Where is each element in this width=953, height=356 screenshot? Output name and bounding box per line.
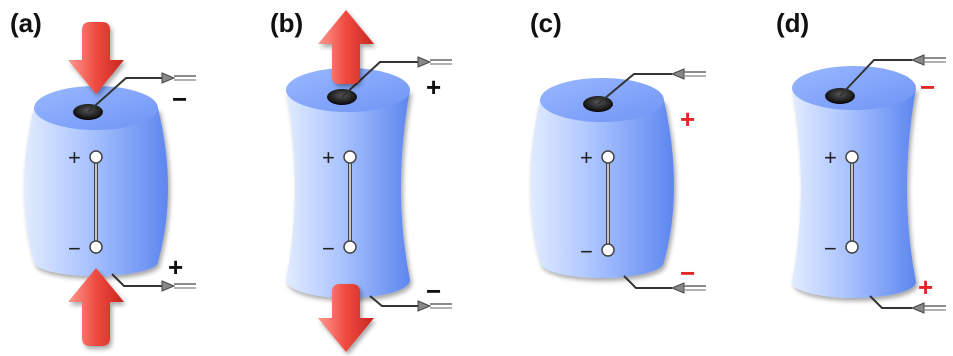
dipole-d: + − <box>824 145 859 261</box>
top-wire-a <box>87 77 162 113</box>
top-polarity-c: + <box>680 104 695 134</box>
bottom-terminal-d <box>910 302 946 314</box>
bottom-terminal-a <box>161 280 196 292</box>
dipole-plus-d: + <box>824 145 837 170</box>
top-wire-c <box>597 73 672 105</box>
bottom-polarity-a: + <box>168 252 183 282</box>
dipole-b: + − <box>322 145 357 261</box>
force-arrow-bottom-b <box>318 284 374 352</box>
panel-label-b: (b) <box>270 8 303 38</box>
force-arrow-bottom-a <box>68 268 124 346</box>
dipole-a: + − <box>68 145 103 261</box>
top-terminal-a <box>161 72 196 84</box>
dipole-c: + − <box>580 145 615 264</box>
bottom-wire-a <box>111 273 162 287</box>
bottom-polarity-b: − <box>426 276 441 306</box>
bottom-polarity-c: − <box>680 258 695 288</box>
dipole-minus-b: − <box>322 236 335 261</box>
top-polarity-b: + <box>426 72 441 102</box>
top-polarity-a: − <box>172 84 187 114</box>
panel-c: (c) + − + − <box>530 8 706 294</box>
top-wire-b <box>341 61 418 98</box>
force-arrow-top-b <box>318 10 374 84</box>
bottom-wire-d <box>869 295 912 309</box>
cylinder-body-c <box>530 100 674 278</box>
bottom-wire-b <box>369 295 418 307</box>
top-wire-d <box>839 59 912 97</box>
dipole-plus-b: + <box>322 145 335 170</box>
cylinder-top-d <box>792 66 916 110</box>
panel-a: (a) − + + − <box>10 8 196 346</box>
force-arrow-top-a <box>68 22 124 94</box>
dipole-plus-a: + <box>68 145 81 170</box>
bottom-terminal-b <box>417 300 452 312</box>
dipole-minus-a: − <box>68 236 81 261</box>
top-terminal-d <box>910 54 946 66</box>
panel-label-d: (d) <box>776 8 809 38</box>
dipole-minus-d: − <box>824 236 837 261</box>
panel-b: (b) + − + − <box>270 8 452 352</box>
top-polarity-d: − <box>920 72 935 102</box>
panel-label-c: (c) <box>530 8 562 38</box>
dipole-plus-c: + <box>580 145 593 170</box>
dipole-minus-c: − <box>580 239 593 264</box>
bottom-wire-c <box>623 275 672 289</box>
bottom-terminal-c <box>670 282 706 294</box>
panel-d: (d) − + + − <box>776 8 946 314</box>
top-terminal-c <box>670 68 706 80</box>
panel-label-a: (a) <box>10 8 42 38</box>
bottom-polarity-d: + <box>918 272 933 302</box>
top-terminal-b <box>417 56 452 68</box>
